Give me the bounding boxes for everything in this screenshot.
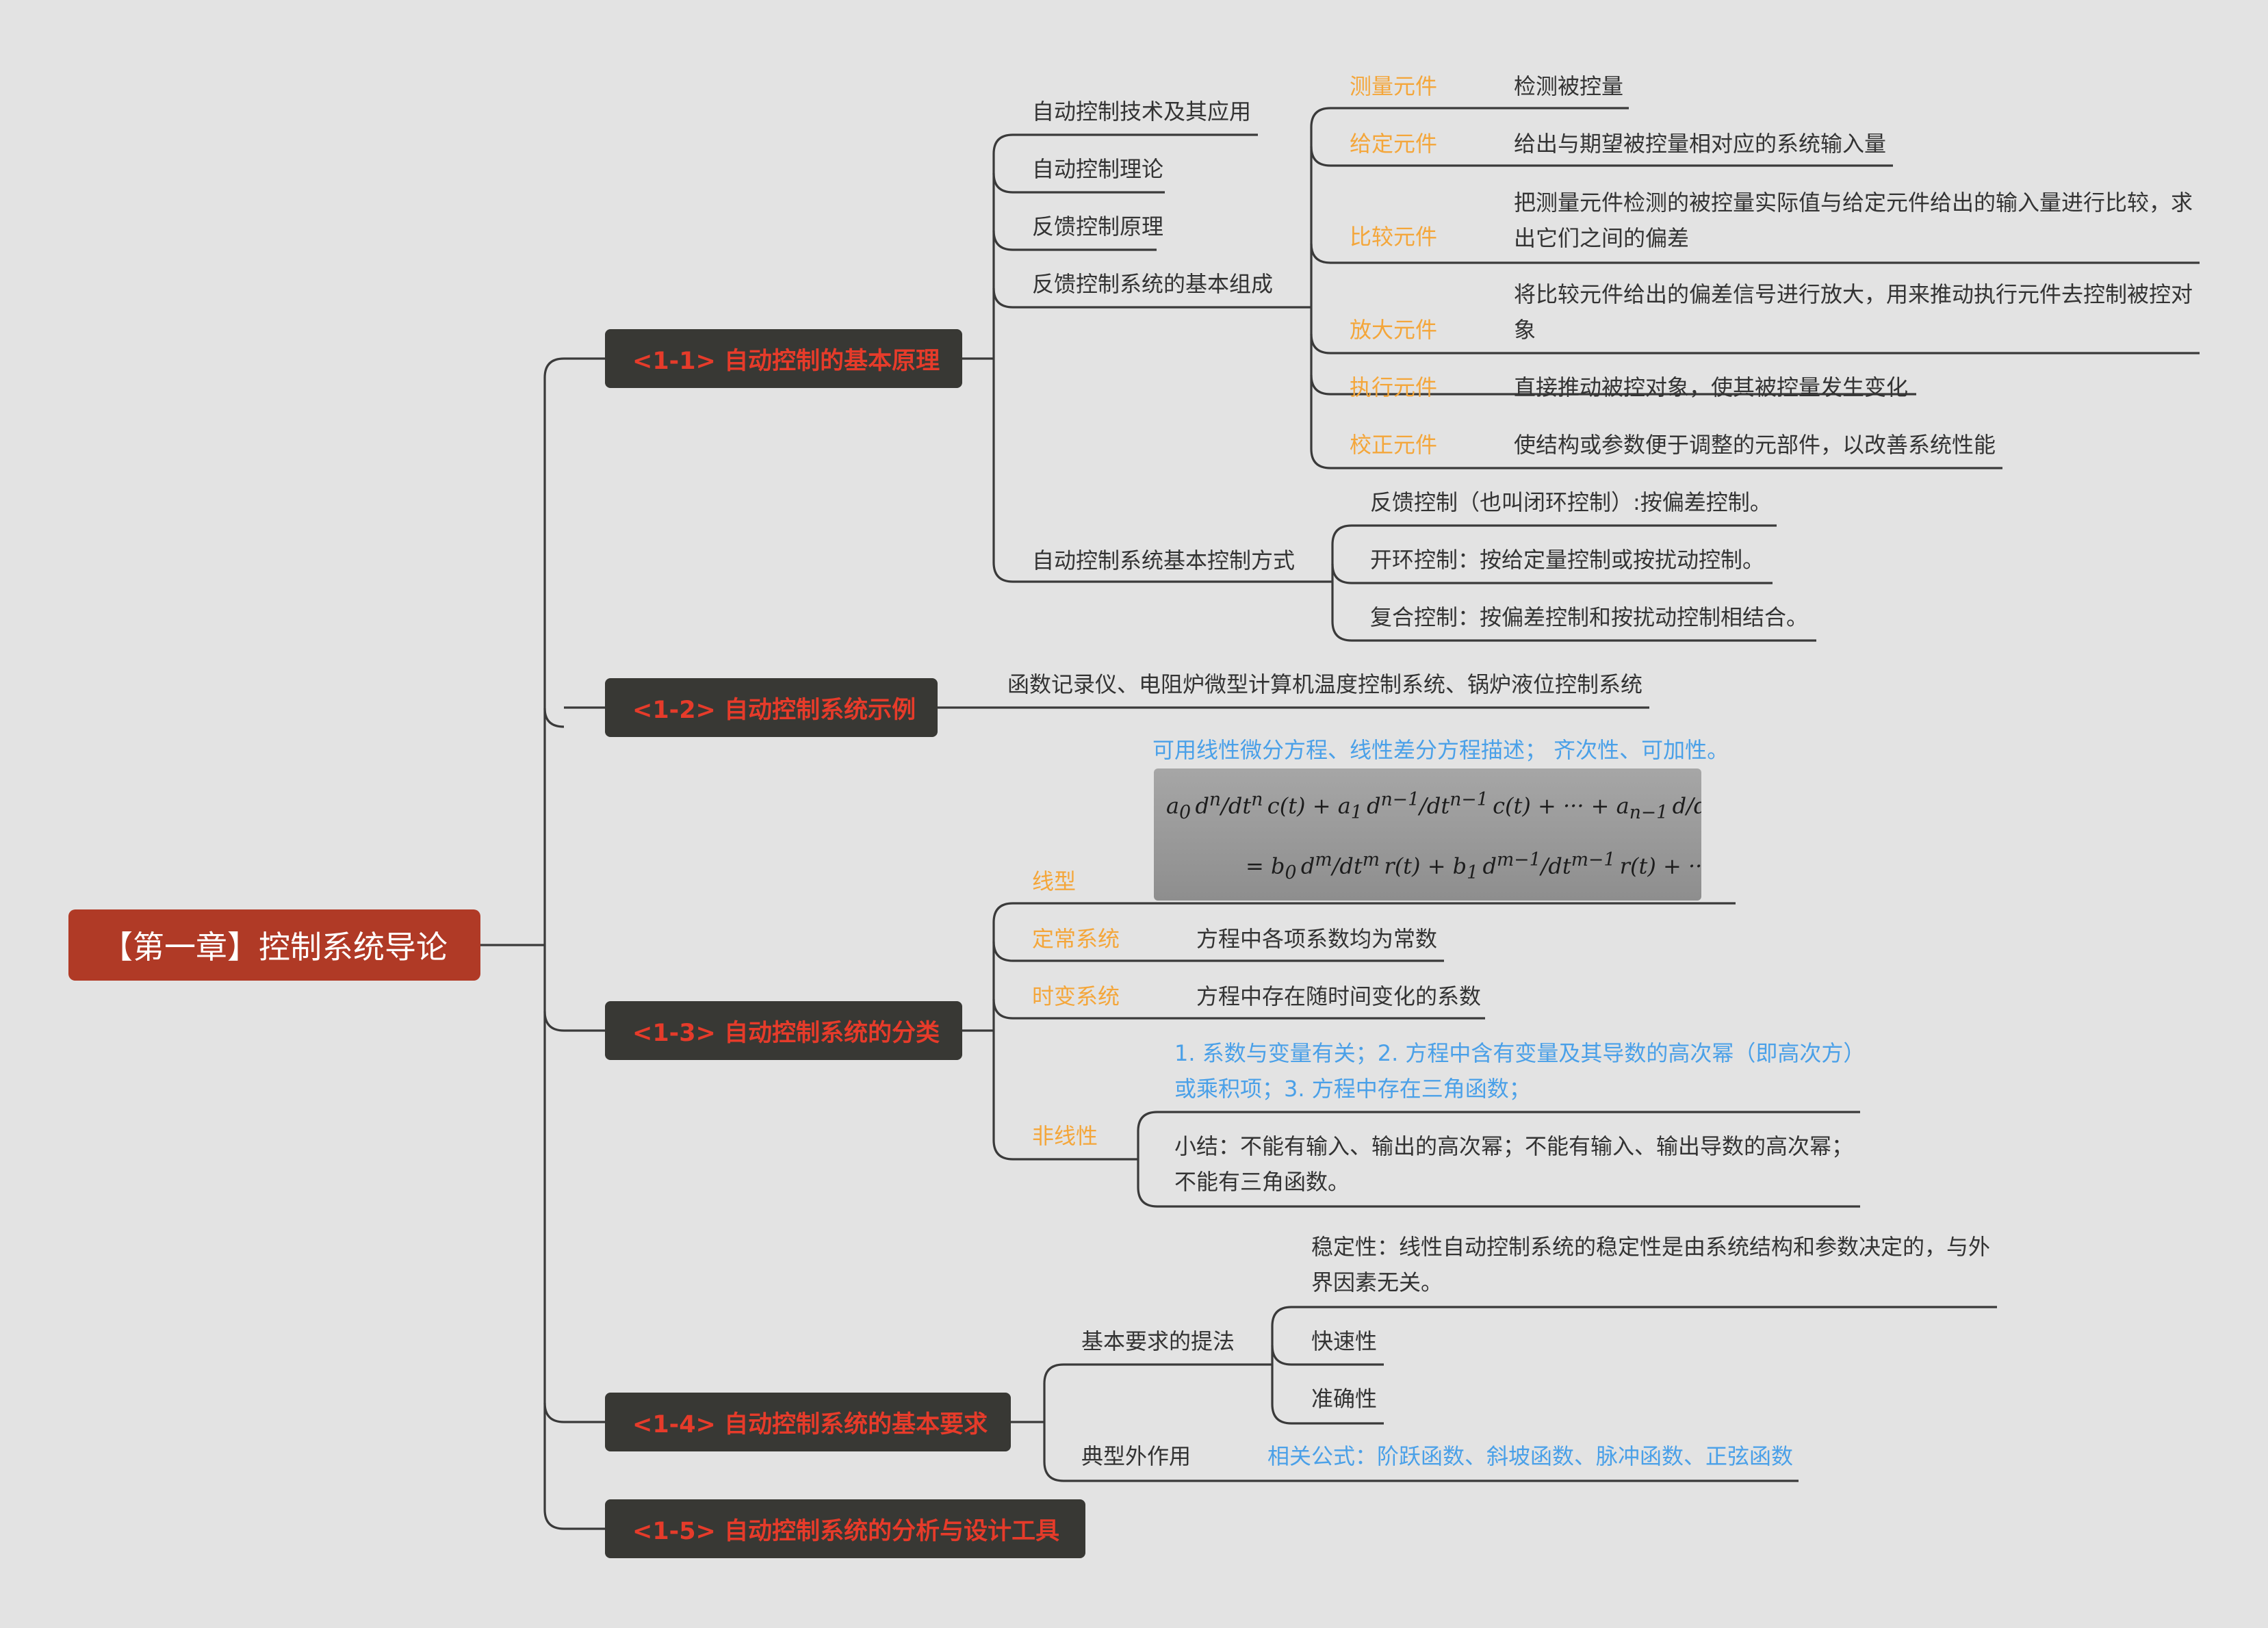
branch-1-4[interactable]: <1-4> 自动控制系统的基本要求 — [605, 1393, 1011, 1451]
typical-input-formula[interactable]: 相关公式：阶跃函数、斜坡函数、脉冲函数、正弦函数 — [1267, 1443, 1794, 1469]
component-measure-label[interactable]: 测量元件 — [1350, 73, 1438, 99]
component-amplify-desc[interactable]: 将比较元件给出的偏差信号进行放大，用来推动执行元件去控制被控对象 — [1514, 281, 2193, 343]
branch-1-1[interactable]: <1-1> 自动控制的基本原理 — [605, 329, 962, 388]
component-compare-label[interactable]: 比较元件 — [1350, 224, 1438, 250]
root-node[interactable]: 【第一章】控制系统导论 — [68, 909, 480, 981]
root-title: 【第一章】控制系统导论 — [101, 929, 448, 966]
nonlinear-summary[interactable]: 小结：不能有输入、输出的高次幂；不能有输入、输出导数的高次幂；不能有三角函数。 — [1174, 1133, 1854, 1195]
branch-1-5-label: <1-5> 自动控制系统的分析与设计工具 — [632, 1517, 1060, 1545]
component-setpoint-desc[interactable]: 给出与期望被控量相对应的系统输入量 — [1514, 131, 1887, 157]
component-correction-desc[interactable]: 使结构或参数便于调整的元部件，以改善系统性能 — [1514, 432, 1996, 458]
class-linear-label[interactable]: 线型 — [1032, 868, 1077, 894]
branch-1-4-label: <1-4> 自动控制系统的基本要求 — [632, 1410, 988, 1438]
mode-compound[interactable]: 复合控制：按偏差控制和按扰动控制相结合。 — [1370, 604, 1809, 630]
class-timevarying-desc[interactable]: 方程中存在随时间变化的系数 — [1196, 983, 1482, 1009]
linear-note[interactable]: 可用线性微分方程、线性差分方程描述； 齐次性、可加性。 — [1152, 737, 1729, 763]
class-nonlinear-label[interactable]: 非线性 — [1032, 1123, 1098, 1149]
class-timeinvariant-desc[interactable]: 方程中各项系数均为常数 — [1196, 926, 1438, 952]
class-timeinvariant-label[interactable]: 定常系统 — [1032, 926, 1120, 952]
mode-feedback[interactable]: 反馈控制（也叫闭环控制）:按偏差控制。 — [1370, 489, 1772, 515]
component-amplify-label[interactable]: 放大元件 — [1350, 317, 1438, 343]
topic-feedback-composition[interactable]: 反馈控制系统的基本组成 — [1032, 271, 1274, 297]
topic-automation-tech[interactable]: 自动控制技术及其应用 — [1032, 99, 1252, 125]
example-systems[interactable]: 函数记录仪、电阻炉微型计算机温度控制系统、锅炉液位控制系统 — [1007, 671, 1643, 697]
branch-1-3-label: <1-3> 自动控制系统的分类 — [632, 1019, 940, 1047]
component-setpoint-label[interactable]: 给定元件 — [1350, 131, 1438, 157]
branch-1-3[interactable]: <1-3> 自动控制系统的分类 — [605, 1001, 962, 1060]
mode-openloop[interactable]: 开环控制：按给定量控制或按扰动控制。 — [1370, 547, 1765, 573]
component-actuator-label[interactable]: 执行元件 — [1350, 374, 1438, 400]
topic-control-modes[interactable]: 自动控制系统基本控制方式 — [1032, 547, 1296, 573]
req-stability[interactable]: 稳定性：线性自动控制系统的稳定性是由系统结构和参数决定的，与外界因素无关。 — [1311, 1234, 1991, 1295]
component-measure-desc[interactable]: 检测被控量 — [1514, 73, 1624, 99]
req-accuracy[interactable]: 准确性 — [1311, 1386, 1378, 1412]
branch-1-2[interactable]: <1-2> 自动控制系统示例 — [605, 678, 938, 737]
component-correction-label[interactable]: 校正元件 — [1350, 432, 1438, 458]
typical-input-label[interactable]: 典型外作用 — [1081, 1443, 1191, 1469]
branch-1-1-label: <1-1> 自动控制的基本原理 — [632, 347, 940, 375]
linear-equation-image: a0 dn/dtn c(t) + a1 dn−1/dtn−1 c(t) + ··… — [1154, 768, 1701, 901]
class-timevarying-label[interactable]: 时变系统 — [1032, 983, 1120, 1009]
component-compare-desc[interactable]: 把测量元件检测的被控量实际值与给定元件给出的输入量进行比较，求出它们之间的偏差 — [1514, 190, 2193, 251]
component-actuator-desc[interactable]: 直接推动被控对象，使其被控量发生变化 — [1514, 374, 1909, 400]
branch-1-2-label: <1-2> 自动控制系统示例 — [632, 696, 916, 724]
topic-feedback-principle[interactable]: 反馈控制原理 — [1032, 214, 1164, 240]
req-label[interactable]: 基本要求的提法 — [1081, 1328, 1235, 1354]
topic-control-theory[interactable]: 自动控制理论 — [1032, 156, 1164, 182]
branch-1-5[interactable]: <1-5> 自动控制系统的分析与设计工具 — [605, 1499, 1085, 1558]
req-speed[interactable]: 快速性 — [1311, 1328, 1378, 1354]
nonlinear-note[interactable]: 1. 系数与变量有关；2. 方程中含有变量及其导数的高次幂（即高次方）或乘积项；… — [1174, 1040, 1855, 1102]
